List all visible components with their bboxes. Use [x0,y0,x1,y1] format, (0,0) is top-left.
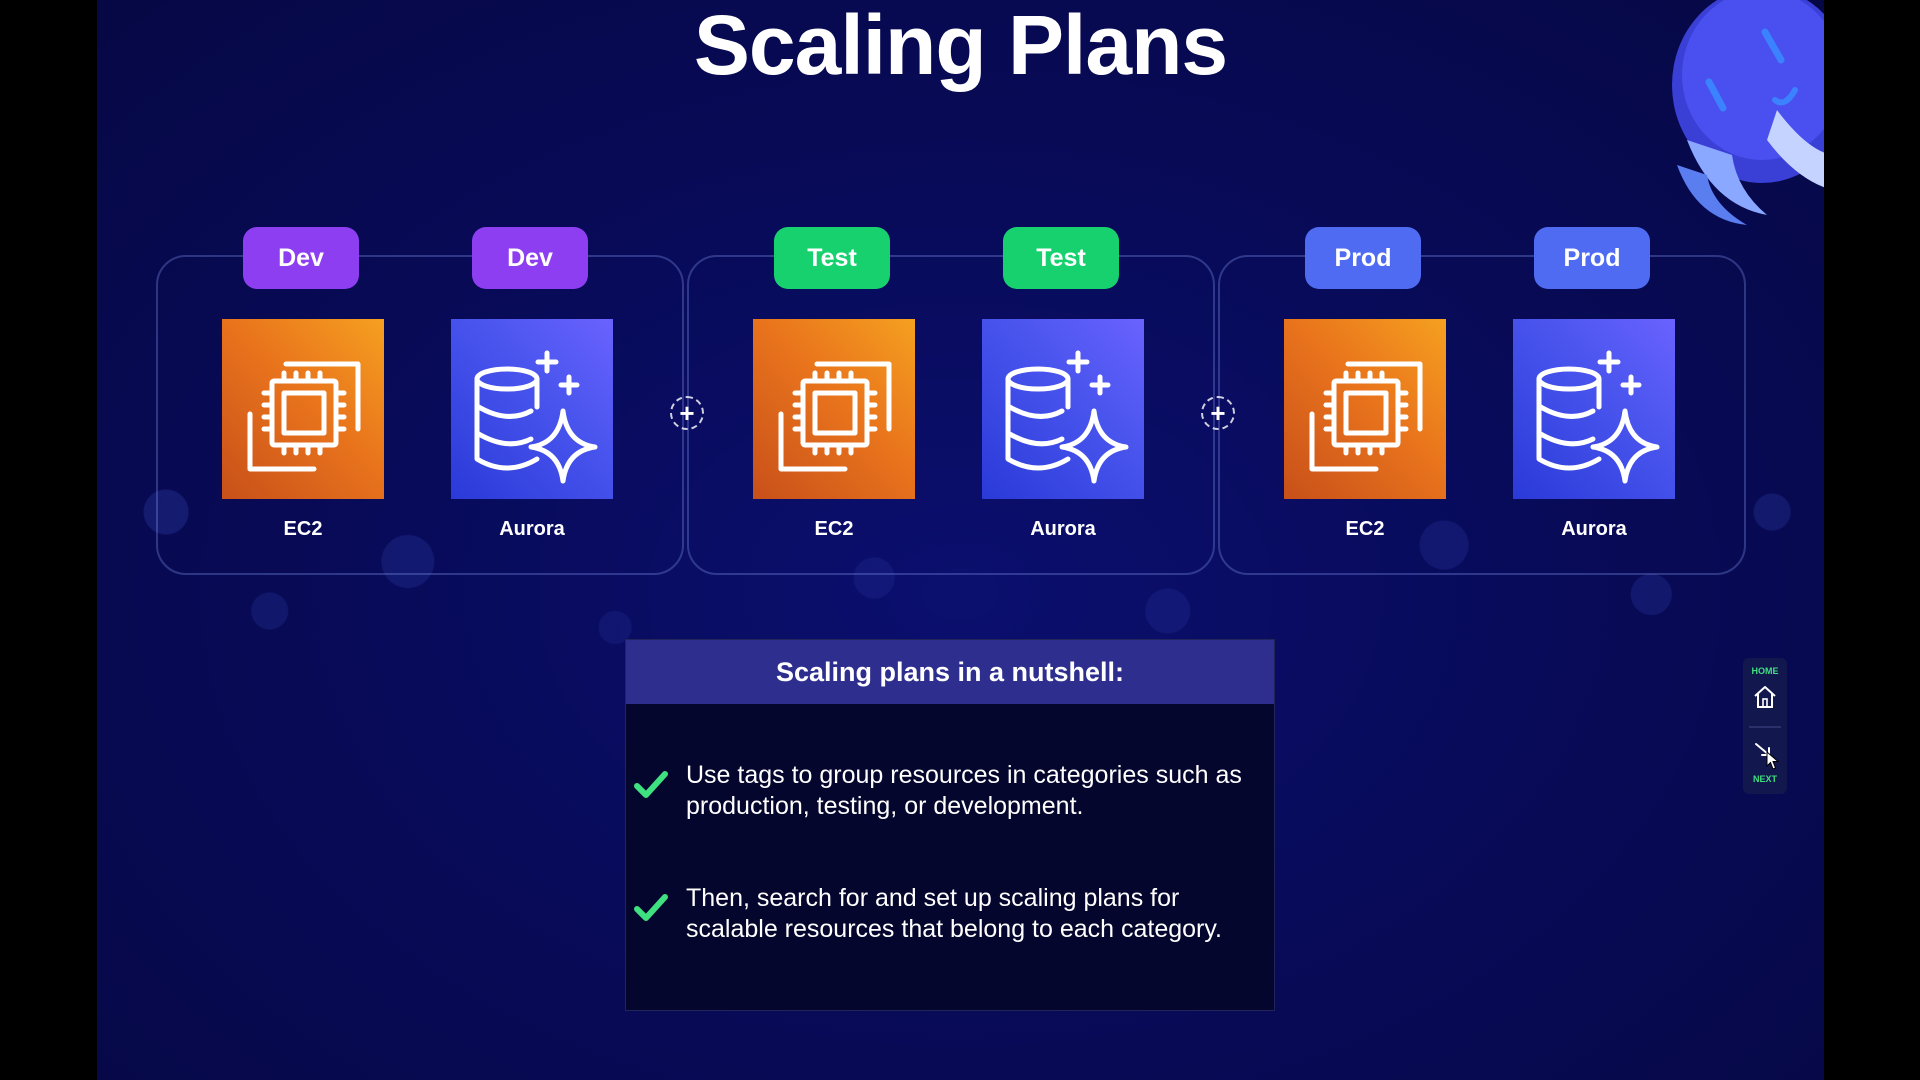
aurora-database-icon [982,319,1144,499]
plus-connector-icon: + [670,396,704,430]
slide-stage: Scaling Plans + + Dev EC2 Dev Aurora Tes… [97,0,1824,1080]
mouse-cursor-icon [1766,751,1780,770]
service-label: EC2 [1345,518,1385,540]
plus-connector-icon: + [1201,396,1235,430]
service-label: Aurora [1561,518,1627,540]
tag-badge-test: Test [1003,227,1119,289]
tag-badge-dev: Dev [472,227,588,289]
ec2-chip-icon [1284,319,1446,499]
summary-panel: Scaling plans in a nutshell: Use tags to… [625,639,1275,1011]
tag-badge-dev: Dev [243,227,359,289]
rocket-mascot-icon [1672,0,1824,225]
next-label: NEXT [1752,774,1777,784]
slide-nav-widget: HOME NEXT [1743,658,1787,794]
aurora-database-icon [451,319,613,499]
home-label: HOME [1751,666,1779,676]
slide-title: Scaling Plans [693,0,1228,92]
service-label: Aurora [499,518,565,540]
service-label: EC2 [283,518,323,540]
ec2-chip-icon [753,319,915,499]
checkmark-icon [634,771,668,798]
tag-badge-prod: Prod [1534,227,1650,289]
ec2-chip-icon [222,319,384,499]
tag-badge-prod: Prod [1305,227,1421,289]
checkmark-icon [634,894,668,921]
summary-item-text: Use tags to group resources in categorie… [686,761,1242,820]
summary-item-text: Then, search for and set up scaling plan… [686,884,1222,943]
tag-badge-test: Test [774,227,890,289]
service-label: EC2 [814,518,854,540]
aurora-database-icon [1513,319,1675,499]
home-icon[interactable] [1753,684,1777,710]
service-label: Aurora [1030,518,1096,540]
nav-divider [1749,726,1781,728]
summary-heading: Scaling plans in a nutshell: [626,640,1274,704]
